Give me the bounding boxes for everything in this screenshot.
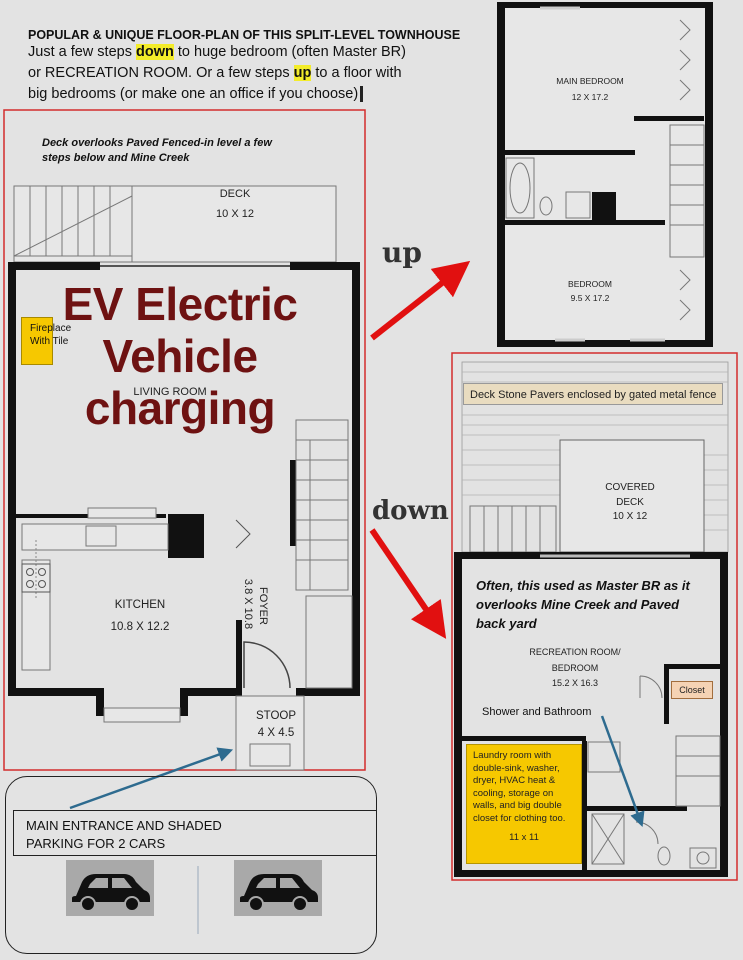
intro-line-2: or RECREATION ROOM. Or a few steps up to… [28, 65, 402, 81]
kitchen-counters [21, 507, 169, 671]
stove [21, 563, 51, 593]
bedroom-size: 9.5 X 17.2 [570, 293, 610, 303]
foyer-name: FOYER [257, 587, 269, 625]
down-label: down [372, 496, 449, 526]
kitchen-name: KITCHEN [114, 599, 166, 611]
main-bedroom-size: 12 X 17.2 [571, 92, 609, 102]
rec-room-name: RECREATION ROOM/ [529, 647, 621, 657]
rec-room-name-2: BEDROOM [551, 663, 599, 673]
lower-floor-frame [451, 352, 738, 881]
covered-deck [559, 439, 705, 553]
living-stairs [295, 419, 349, 591]
deck-stairs [13, 185, 133, 257]
down-arrow [369, 528, 447, 639]
car-icon [234, 860, 322, 916]
parking-area [5, 776, 377, 954]
main-floor-frame [3, 109, 366, 771]
parking-label: MAIN ENTRANCE AND SHADED PARKING FOR 2 C… [13, 810, 377, 856]
upper-floor-area [497, 2, 712, 347]
car-icon [66, 860, 154, 916]
down-highlight: down [136, 44, 174, 60]
upper-closet-doors [679, 19, 691, 321]
stoop-size: 4 X 4.5 [257, 727, 295, 739]
covered-deck-size: 10 X 12 [612, 511, 648, 522]
laundry-room-note: Laundry room with double-sink, washer, d… [466, 744, 582, 864]
stoop-name: STOOP [255, 710, 297, 722]
covered-deck-name-2: DECK [616, 497, 644, 508]
deck-name: DECK [219, 188, 251, 200]
deck-outline [13, 185, 337, 263]
laundry-size: 11 x 11 [509, 832, 539, 843]
ev-charging-label: EV Electric Vehicle charging [62, 278, 298, 434]
foyer-size: 3.8 X 10.8 [242, 578, 254, 630]
kitchen-size: 10.8 X 12.2 [110, 621, 170, 633]
up-arrow [370, 260, 471, 341]
rec-room-size: 15.2 X 16.3 [551, 678, 599, 688]
lower-bath-fixtures [587, 675, 721, 869]
upper-bath-fixtures [505, 157, 591, 219]
bedroom-name: BEDROOM [568, 279, 612, 289]
covered-deck-name: COVERED [605, 482, 655, 493]
deck-pavers-note: Deck Stone Pavers enclosed by gated meta… [463, 383, 723, 405]
intro-title: POPULAR & UNIQUE FLOOR-PLAN OF THIS SPLI… [28, 28, 461, 42]
up-highlight: up [293, 65, 312, 81]
intro-line-1: Just a few steps down to huge bedroom (o… [28, 44, 406, 60]
master-br-note: Often, this used as Master BR as it over… [476, 578, 690, 631]
living-room-label: LIVING ROOM [133, 386, 207, 398]
deck-size: 10 X 12 [216, 208, 254, 220]
closet-label: Closet [671, 681, 713, 699]
shower-arrow [600, 715, 645, 828]
deck-note: Deck overlooks Paved Fenced-in level a f… [42, 137, 272, 164]
upper-stairs [669, 124, 705, 258]
intro-line-3: big bedrooms (or make one an office if y… [28, 86, 364, 102]
up-label: up [382, 236, 422, 269]
paver-lines [462, 371, 728, 531]
fireplace-marker [21, 317, 53, 365]
main-bedroom-name: MAIN BEDROOM [556, 76, 624, 86]
upper-floor-walls [497, 2, 713, 347]
entrance-arrow [69, 747, 234, 810]
fireplace-label: Fireplace With Tile [30, 323, 72, 347]
shower-bathroom-label: Shower and Bathroom [482, 706, 592, 718]
